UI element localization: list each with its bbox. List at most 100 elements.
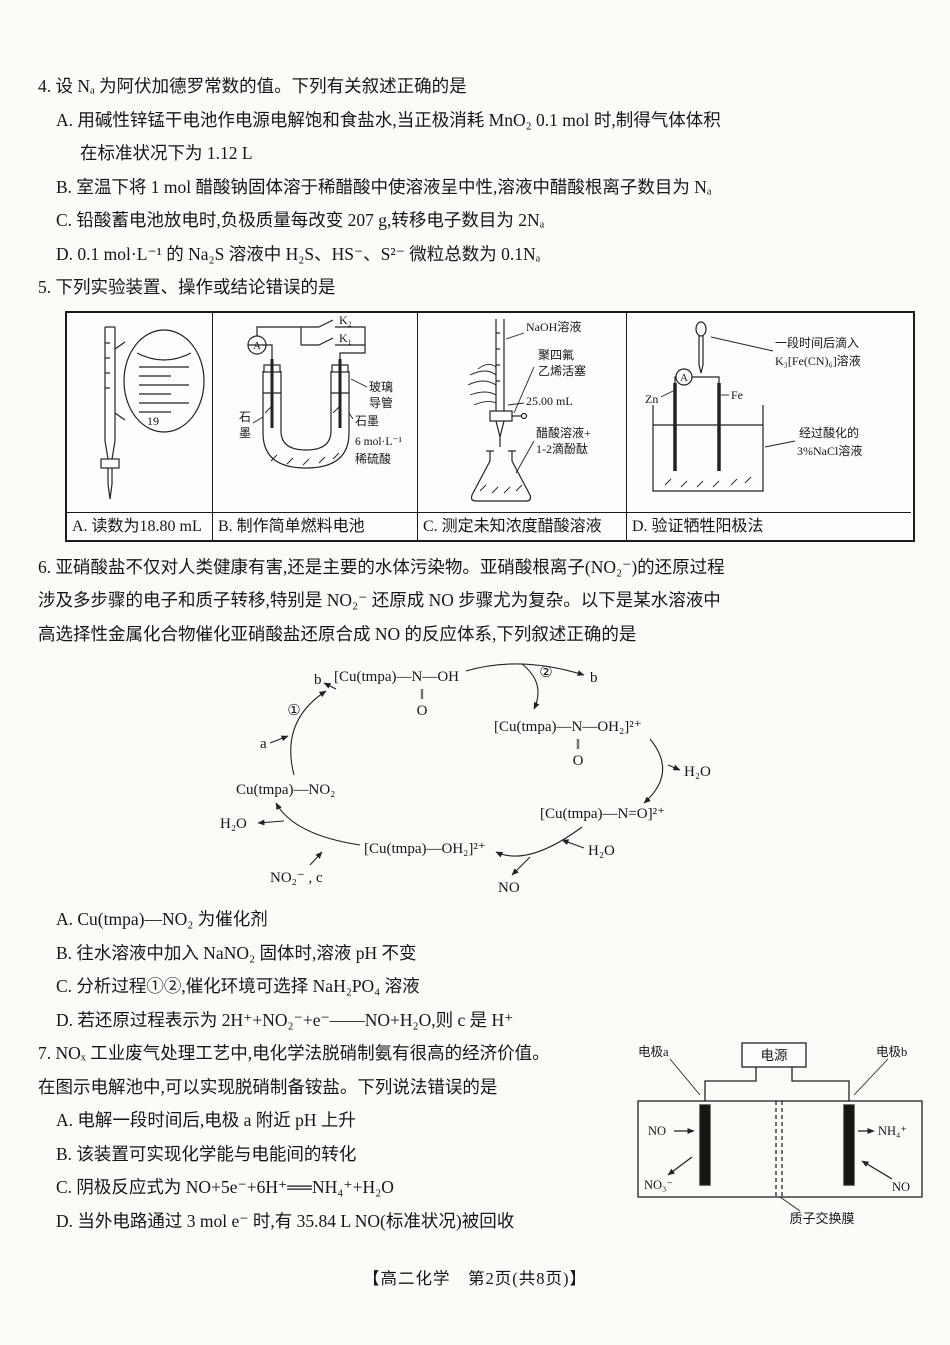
no-left-label: NO [648, 1124, 666, 1138]
cycle-nitrite-c-input: NO₂⁻ , c [270, 870, 323, 886]
cycle-product-b-left: b [314, 672, 322, 688]
glass-tube-label-1: 玻璃 [369, 380, 393, 394]
q4-stem: 4. 设 Nₐ 为阿伏加德罗常数的值。下列有关叙述正确的是 [38, 76, 467, 96]
cycle-node-right-double-bond: ‖ [576, 737, 580, 753]
cycle-species-a: a [260, 736, 267, 752]
fuel-cell-sketch [247, 318, 368, 469]
q5-caption-a: A. 读数为18.80 mL [67, 511, 212, 540]
cycle-node-nitrosyl: [Cu(tmpa)—N=O]²⁺ [540, 806, 665, 822]
cycle-h2o-left: H₂O [220, 816, 247, 832]
burette-sketch [100, 325, 205, 499]
acid-concentration-label: 6 mol·L⁻¹ [355, 436, 402, 448]
electrolysis-labels: 电极a 电源 电极b NO NO₃⁻ NH₄⁺ NO 质子交换膜 [638, 1045, 910, 1226]
ptfe-stopcock-label-1: 聚四氟 [538, 348, 574, 362]
q5-caption-d: D. 验证牺牲阳极法 [627, 511, 911, 540]
q5-diagram-burette-reading: 19 [67, 313, 212, 512]
q7-electrolysis-cell-diagram: 电极a 电源 电极b NO NO₃⁻ NH₄⁺ NO 质子交换膜 [637, 1042, 923, 1226]
drip-label-1: 一段时间后滴入 [775, 335, 859, 350]
glass-tube-label-2: 导管 [369, 395, 393, 410]
ammonium-label: NH₄⁺ [878, 1124, 907, 1138]
q6-stem-line2: 涉及多步骤的电子和质子转移,特别是 NO₂⁻ 还原成 NO 步骤尤为复杂。以下是… [38, 590, 721, 610]
exam-content: 4. 设 Nₐ 为阿伏加德罗常数的值。下列有关叙述正确的是 A. 用碱性锌锰干电… [38, 70, 923, 1238]
burette-scale-label: 19 [147, 414, 159, 428]
q5-caption-c: C. 测定未知浓度醋酸溶液 [418, 511, 626, 540]
q6-option-d: D. 若还原过程表示为 2H⁺+NO₂⁻+e⁻——NO+H₂O,则 c 是 H⁺ [56, 1009, 514, 1030]
cycle-node-left: Cu(tmpa)—NO₂ [236, 782, 335, 798]
cycle-no-product: NO [498, 880, 520, 896]
nitrate-label: NO₃⁻ [644, 1178, 673, 1192]
q7-option-b: B. 该装置可实现化学能与电能间的转化 [56, 1143, 357, 1164]
volume-label: 25.00 mL [526, 394, 573, 408]
cycle-node-right: [Cu(tmpa)—N—OH₂]²⁺ [494, 719, 642, 735]
titration-sketch [467, 318, 535, 502]
electrode-b-label: 电极b [876, 1045, 907, 1059]
ammeter-icon: A [253, 340, 261, 352]
electrolysis-sketch [637, 1042, 923, 1212]
sacrificial-anode-sketch [652, 320, 796, 492]
cycle-step2-badge: ② [539, 665, 552, 681]
q6-cycle-area: b [Cu(tmpa)—N—OH ‖ O ② b [Cu(tmpa)—N—OH₂… [38, 651, 918, 903]
q4-option-b: B. 室温下将 1 mol 醋酸钠固体溶于稀醋酸中使溶液呈中性,溶液中醋酸根离子… [56, 176, 712, 197]
cycle-h2o-right: H₂O [684, 764, 711, 780]
titration-labels: NaOH溶液 聚四氟 乙烯活塞 25.00 mL 醋酸溶液+ 1-2滴酚酞 [526, 319, 591, 456]
q6-catalytic-cycle-diagram: b [Cu(tmpa)—N—OH ‖ O ② b [Cu(tmpa)—N—OH₂… [220, 663, 711, 896]
q7-option-d: D. 当外电路通过 3 mol e⁻ 时,有 35.84 L NO(标准状况)被… [56, 1210, 515, 1231]
q5-stem: 5. 下列实验装置、操作或结论错误的是 [38, 277, 336, 297]
q7-option-c: C. 阴极反应式为 NO+5e⁻+6H⁺══NH₄⁺+H₂O [56, 1177, 394, 1197]
switch-k1-label: K₁ [339, 331, 352, 345]
q7-option-a: A. 电解一段时间后,电极 a 附近 pH 上升 [56, 1110, 356, 1130]
q5-caption-b: B. 制作简单燃料电池 [213, 511, 417, 540]
q6-stem-line3: 高选择性金属化合物催化亚硝酸盐还原合成 NO 的反应体系,下列叙述正确的是 [38, 623, 637, 644]
nacl-solution-label: 3%NaCl溶液 [797, 443, 862, 458]
q5-cell-c: NaOH溶液 聚四氟 乙烯活塞 25.00 mL 醋酸溶液+ 1-2滴酚酞 C.… [418, 312, 627, 540]
q6-option-b: B. 往水溶液中加入 NaNO₂ 固体时,溶液 pH 不变 [56, 942, 417, 963]
cycle-node-top-double-bond: ‖ [420, 687, 424, 703]
acetic-acid-label-1: 醋酸溶液+ [536, 425, 591, 440]
proton-membrane-label: 质子交换膜 [789, 1211, 854, 1226]
naoh-solution-label: NaOH溶液 [526, 319, 581, 334]
dilute-acid-label: 稀硫酸 [355, 451, 391, 466]
graphite-left-label-2: 墨 [239, 426, 251, 440]
cycle-product-b-right: b [590, 670, 598, 686]
q5-cell-b: A K₂ K₁ 玻璃 导管 石 墨 石墨 6 mol·L⁻¹ 稀硫酸 [213, 312, 418, 540]
graphite-right-label: 石墨 [355, 414, 379, 428]
cycle-node-right-oxygen: O [573, 753, 584, 769]
q4-option-a-continued: 在标准状况下为 1.12 L [80, 143, 253, 163]
q5-diagram-sacrificial-anode: A 一段时间后滴入 K₃[Fe(CN)₆]溶液 Zn Fe 经过酸化的 3%Na… [627, 313, 911, 512]
cycle-h2o-mid: H₂O [588, 843, 615, 859]
iron-electrode-label: Fe [731, 388, 743, 402]
q7-block: 7. NOₓ 工业废气处理工艺中,电化学法脱硝制氨有很高的经济价值。 在图示电解… [38, 1037, 923, 1238]
q4-option-d: D. 0.1 mol·L⁻¹ 的 Na₂S 溶液中 H₂S、HS⁻、S²⁻ 微粒… [56, 243, 541, 264]
cycle-arrows [257, 663, 681, 876]
fuel-cell-labels: A K₂ K₁ 玻璃 导管 石 墨 石墨 6 mol·L⁻¹ 稀硫酸 [239, 313, 402, 466]
q6-option-a: A. Cu(tmpa)—NO₂ 为催化剂 [56, 909, 268, 929]
q5-diagram-titration: NaOH溶液 聚四氟 乙烯活塞 25.00 mL 醋酸溶液+ 1-2滴酚酞 [418, 313, 626, 512]
q5-cell-a: 19 A. 读数为18.80 mL [67, 312, 213, 540]
cycle-step1-badge: ① [287, 703, 300, 719]
drip-label-2: K₃[Fe(CN)₆]溶液 [775, 353, 861, 368]
ptfe-stopcock-label-2: 乙烯活塞 [538, 363, 586, 378]
q7-stem-line2: 在图示电解池中,可以实现脱硝制备铵盐。下列说法错误的是 [38, 1076, 498, 1097]
cycle-node-top-oxygen: O [417, 703, 428, 719]
acidified-label: 经过酸化的 [799, 425, 859, 440]
graphite-left-label-1: 石 [239, 410, 251, 424]
q7-stem-line1: 7. NOₓ 工业废气处理工艺中,电化学法脱硝制氨有很高的经济价值。 [38, 1043, 550, 1063]
q5-cell-d: A 一段时间后滴入 K₃[Fe(CN)₆]溶液 Zn Fe 经过酸化的 3%Na… [627, 313, 911, 540]
switch-k2-label: K₂ [339, 313, 352, 327]
electrode-a-label: 电极a [638, 1045, 669, 1059]
q4-option-c: C. 铅酸蓄电池放电时,负极质量每改变 207 g,转移电子数目为 2Nₐ [56, 210, 545, 230]
q4-option-a: A. 用碱性锌锰干电池作电源电解饱和食盐水,当正极消耗 MnO₂ 0.1 mol… [56, 109, 721, 130]
cycle-texts: b [Cu(tmpa)—N—OH ‖ O ② b [Cu(tmpa)—N—OH₂… [220, 665, 711, 896]
q5-apparatus-table: 19 A. 读数为18.80 mL [65, 310, 915, 542]
power-supply-label: 电源 [761, 1048, 789, 1063]
no-right-label: NO [892, 1180, 910, 1194]
q6-option-c: C. 分析过程①②,催化环境可选择 NaH₂PO₄ 溶液 [56, 976, 420, 996]
cycle-node-bottom: [Cu(tmpa)—OH₂]²⁺ [364, 841, 486, 857]
cycle-node-top: [Cu(tmpa)—N—OH [334, 669, 459, 685]
acetic-acid-label-2: 1-2滴酚酞 [536, 441, 588, 456]
page-footer: 【高二化学 第2页(共8页)】 [363, 1269, 587, 1288]
q5-diagram-fuel-cell: A K₂ K₁ 玻璃 导管 石 墨 石墨 6 mol·L⁻¹ 稀硫酸 [213, 313, 417, 512]
zinc-electrode-label: Zn [645, 392, 658, 406]
q6-stem-line1: 6. 亚硝酸盐不仅对人类健康有害,还是主要的水体污染物。亚硝酸根离子(NO₂⁻)… [38, 556, 725, 577]
